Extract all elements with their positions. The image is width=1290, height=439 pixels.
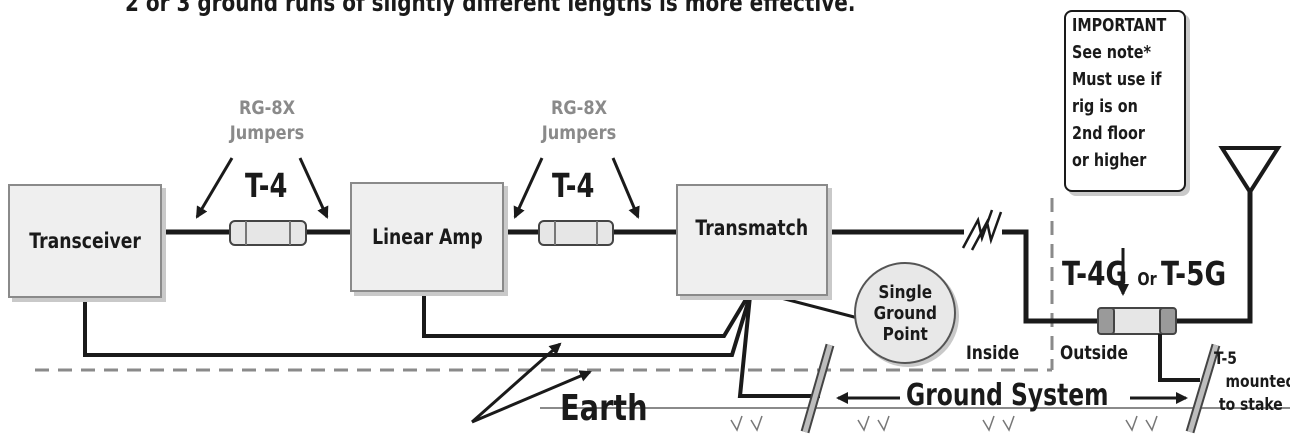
linear-amp-label: Linear Amp: [371, 225, 483, 249]
arrestor-label-left: T-4: [245, 166, 288, 205]
ground-stake: [802, 344, 833, 433]
arrestor-label-a: T-4G: [1062, 254, 1128, 293]
t5-note-line: to stake: [1218, 395, 1283, 415]
jumper-arrow: [195, 157, 234, 219]
important-note-line: 2nd floor: [1072, 124, 1145, 144]
single-ground-point-line: Point: [882, 323, 928, 345]
ground-system-label: Ground System: [906, 378, 1109, 413]
important-note-line: IMPORTANT: [1072, 16, 1167, 36]
arrestor-label-right: T-4: [552, 166, 595, 205]
transceiver-label: Transceiver: [29, 229, 141, 253]
inside-label: Inside: [966, 342, 1020, 364]
ground-run: [737, 295, 820, 398]
arrestor-t4-right: [538, 220, 614, 246]
jumper-label-line: Jumpers: [541, 122, 617, 144]
single-ground-point-text: Single Ground Point: [873, 282, 936, 345]
antenna-symbol: [1218, 146, 1282, 196]
ground-run: [83, 295, 752, 357]
ground-stake: [1187, 344, 1219, 433]
earth-arrow: [471, 370, 592, 424]
arrestor-outside: [1097, 307, 1177, 335]
header-note: 2 or 3 ground runs of slightly different…: [125, 0, 856, 17]
t5-note-line: T-5: [1214, 349, 1237, 369]
arrestor-label-outside: T-4G Or T-5G: [1062, 254, 1242, 293]
ground-run: [1158, 334, 1200, 382]
jumper-label-line: Jumpers: [229, 122, 305, 144]
single-ground-point-line: Single: [878, 281, 932, 303]
important-note-line: Must use if: [1072, 70, 1162, 90]
important-note-line: rig is on: [1072, 97, 1138, 117]
transmatch-box: Transmatch: [676, 184, 828, 296]
single-ground-point-circle: Single Ground Point: [854, 262, 956, 364]
single-ground-point-line: Ground: [873, 302, 937, 324]
linear-amp-box: Linear Amp: [350, 182, 504, 292]
transmatch-label: Transmatch: [695, 216, 809, 240]
ground-run: [422, 290, 750, 338]
important-note-box: IMPORTANT See note* Must use if rig is o…: [1064, 10, 1186, 192]
jumper-label-line: RG-8X: [550, 97, 608, 119]
jumper-label-line: RG-8X: [238, 97, 296, 119]
feedline-to-antenna: [1002, 190, 1253, 324]
earth-label: Earth: [560, 388, 648, 429]
jumper-label-left: RG-8X Jumpers: [229, 96, 306, 146]
important-note-line: or higher: [1072, 151, 1147, 171]
transceiver-box: Transceiver: [8, 184, 162, 298]
important-note-text: IMPORTANT See note* Must use if rig is o…: [1072, 13, 1166, 175]
t5-note-line: mounted: [1225, 372, 1290, 392]
arrestor-t4-left: [229, 220, 307, 246]
jumper-arrow: [611, 157, 640, 219]
arrestor-label-b: T-5G: [1160, 254, 1226, 293]
arrestor-label-or: Or: [1137, 269, 1157, 290]
jumper-arrow: [513, 157, 544, 219]
grass-marks: [730, 415, 1158, 432]
jumper-arrow: [298, 157, 329, 219]
t5-note: T-5 mounted to stake: [1214, 348, 1290, 417]
earth-arrow: [471, 342, 562, 424]
outside-label: Outside: [1060, 342, 1129, 364]
jumper-label-right: RG-8X Jumpers: [541, 96, 618, 146]
important-note-line: See note*: [1072, 43, 1151, 63]
single-ground-point-arrow: [756, 288, 859, 320]
cable-break-symbol: [970, 211, 1003, 251]
